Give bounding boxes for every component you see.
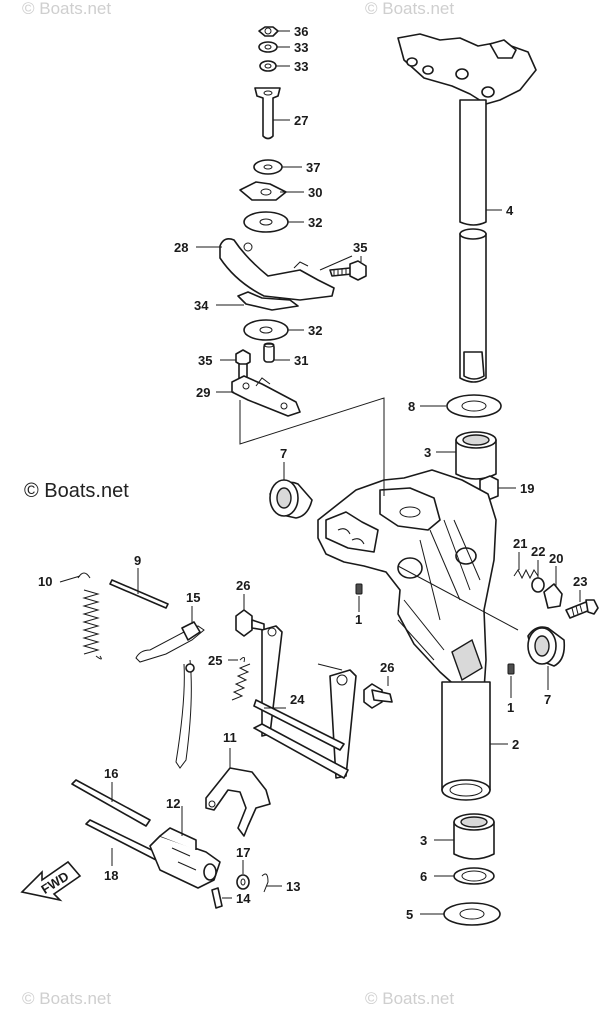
callout-1-upper: 1 — [355, 612, 362, 627]
part-35-bolt-upper — [329, 260, 367, 281]
part-15-link-rod — [135, 621, 205, 769]
part-26-bolt-upper — [235, 609, 265, 637]
watermark-top-right: © Boats.net — [365, 0, 454, 18]
callout-19: 19 — [520, 481, 534, 496]
part-7-bushing-lower — [527, 626, 566, 667]
part-7-bushing-upper — [269, 479, 313, 519]
callout-1-lower: 1 — [507, 700, 514, 715]
callout-7-lower: 7 — [544, 692, 551, 707]
callout-22: 22 — [531, 544, 545, 559]
part-25-spring — [231, 656, 251, 701]
watermark-top-left: © Boats.net — [22, 0, 111, 18]
callout-10: 10 — [38, 574, 52, 589]
callout-15: 15 — [186, 590, 200, 605]
part-33-washer-upper — [258, 41, 278, 53]
callout-34: 34 — [194, 298, 209, 313]
fwd-arrow-icon: FWD — [20, 860, 82, 902]
part-26-bolt-lower — [363, 683, 393, 709]
callout-5: 5 — [406, 907, 413, 922]
part-1-grease-fitting-lower — [507, 663, 515, 675]
callout-20: 20 — [549, 551, 563, 566]
callout-23: 23 — [573, 574, 587, 589]
part-33-washer-lower — [259, 60, 277, 72]
callout-7-upper: 7 — [280, 446, 287, 461]
callout-9: 9 — [134, 553, 141, 568]
part-23-bolt — [565, 599, 599, 619]
part-12-bracket — [149, 827, 221, 889]
callout-35-upper: 35 — [353, 240, 367, 255]
leader-lines — [59, 30, 581, 915]
callout-33-upper: 33 — [294, 40, 308, 55]
swivel-bracket — [317, 469, 497, 691]
part-10-spring — [77, 572, 102, 660]
part-5-washer — [443, 902, 501, 926]
part-28-lever — [219, 238, 335, 301]
callout-18: 18 — [104, 868, 118, 883]
watermark-bottom-left: © Boats.net — [22, 989, 111, 1008]
callout-3-upper: 3 — [424, 445, 431, 460]
callout-33-lower: 33 — [294, 59, 308, 74]
part-3-bushing-lower — [453, 813, 495, 860]
callout-32-lower: 32 — [308, 323, 322, 338]
part-21-spring — [513, 568, 539, 580]
callout-2: 2 — [512, 737, 519, 752]
part-27-pin — [254, 87, 281, 140]
part-35-bolt-lower — [235, 349, 251, 379]
part-13-clip — [261, 873, 269, 893]
part-22-washer — [531, 577, 545, 593]
part-18-rod — [85, 819, 165, 863]
callout-labels: 36 33 33 27 37 30 32 28 35 34 32 35 31 2… — [38, 24, 587, 922]
callout-26-lower: 26 — [380, 660, 394, 675]
part-8-washer — [446, 394, 502, 418]
watermark-bottom-right: © Boats.net — [365, 989, 454, 1008]
callout-8: 8 — [408, 399, 415, 414]
callout-28: 28 — [174, 240, 188, 255]
part-31-pin — [263, 342, 275, 363]
callout-4: 4 — [506, 203, 514, 218]
callout-32-upper: 32 — [308, 215, 322, 230]
callout-11: 11 — [223, 730, 237, 745]
callout-25: 25 — [208, 653, 222, 668]
part-24-tilt-frame — [253, 625, 357, 779]
callout-3-lower: 3 — [420, 833, 427, 848]
callout-13: 13 — [286, 879, 300, 894]
part-9-rod — [109, 579, 169, 609]
callout-12: 12 — [166, 796, 180, 811]
callout-17: 17 — [236, 845, 250, 860]
part-32-washer-upper — [243, 211, 289, 233]
callout-21: 21 — [513, 536, 527, 551]
part-1-grease-fitting-upper — [355, 583, 363, 595]
part-14-pin — [211, 887, 223, 909]
part-20-knob — [543, 583, 563, 609]
part-2-swivel-tube — [441, 681, 491, 801]
part-37-washer — [253, 159, 283, 175]
callout-36: 36 — [294, 24, 308, 39]
callout-24: 24 — [290, 692, 305, 707]
part-30-plate — [239, 181, 287, 201]
callout-35-lower: 35 — [198, 353, 212, 368]
callout-6: 6 — [420, 869, 427, 884]
callout-31: 31 — [294, 353, 308, 368]
part-4-steering-shaft — [397, 33, 537, 383]
part-11-bracket — [205, 767, 271, 837]
part-3-bushing-upper — [455, 431, 497, 480]
callout-30: 30 — [308, 185, 322, 200]
callout-29: 29 — [196, 385, 210, 400]
part-6-ring — [453, 867, 495, 885]
part-16-rod — [71, 779, 151, 827]
part-34-bracket — [237, 291, 299, 311]
callout-16: 16 — [104, 766, 118, 781]
part-17-washer — [236, 874, 250, 890]
part-29-plate — [231, 375, 301, 417]
callout-14: 14 — [236, 891, 251, 906]
callout-27: 27 — [294, 113, 308, 128]
watermark-middle: © Boats.net — [24, 480, 129, 502]
callout-26-upper: 26 — [236, 578, 250, 593]
callout-37: 37 — [306, 160, 320, 175]
part-36-nut — [258, 26, 279, 37]
part-32-washer-lower — [243, 319, 289, 341]
